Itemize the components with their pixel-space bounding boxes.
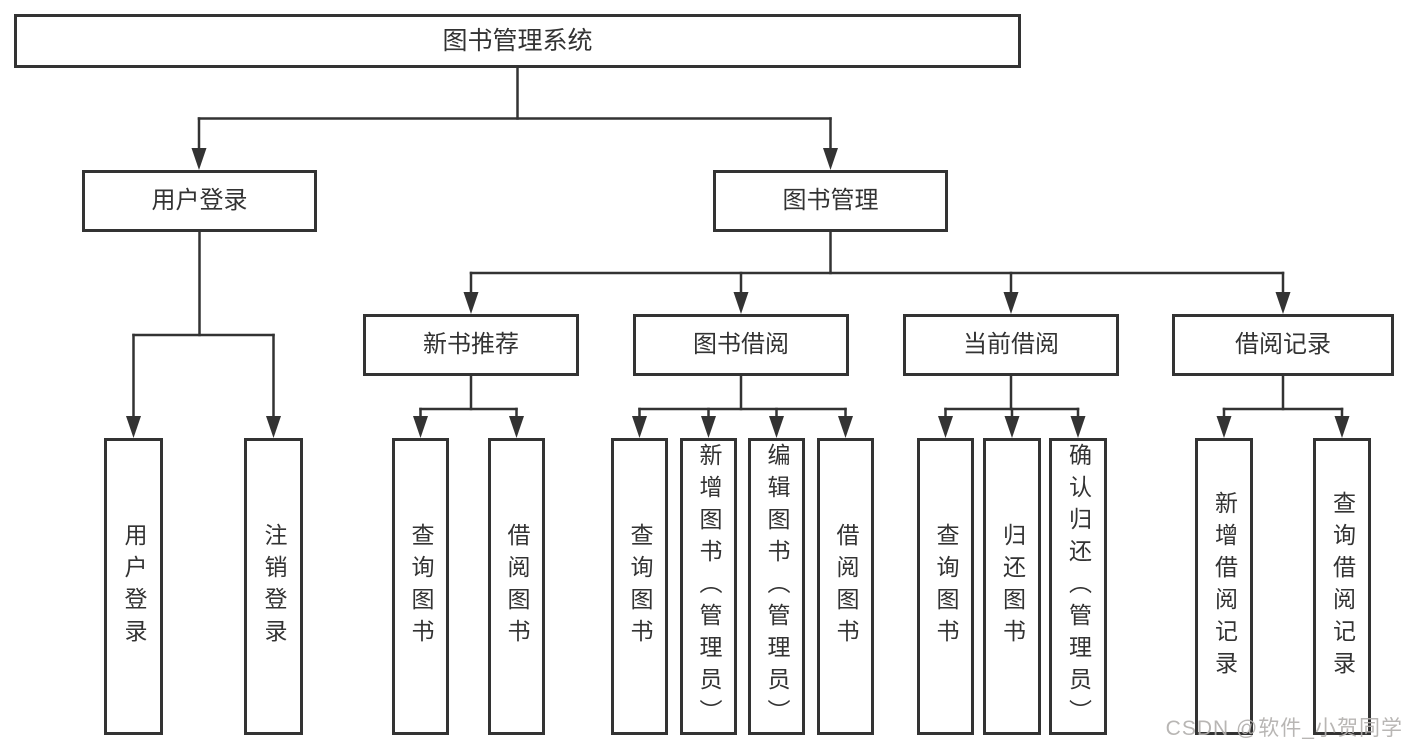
- node-user-login: 用户登录: [82, 170, 317, 232]
- leaf-query-book-2-label: 查询图书: [627, 522, 653, 651]
- leaf-add-borrow-record: 新增借阅记录: [1195, 438, 1253, 735]
- node-current-borrow: 当前借阅: [903, 314, 1119, 376]
- leaf-query-borrow-record: 查询借阅记录: [1313, 438, 1371, 735]
- node-new-book-recommend: 新书推荐: [363, 314, 579, 376]
- node-library-system-label: 图书管理系统: [442, 26, 593, 55]
- leaf-add-book-admin: 新增图书（管理员）: [680, 438, 737, 735]
- leaf-query-borrow-record-label: 查询借阅记录: [1329, 490, 1356, 683]
- node-book-borrow: 图书借阅: [633, 314, 849, 376]
- node-book-borrow-label: 图书借阅: [693, 331, 789, 358]
- leaf-query-book-2: 查询图书: [611, 438, 668, 735]
- leaf-query-book-3: 查询图书: [917, 438, 974, 735]
- node-new-book-recommend-label: 新书推荐: [423, 331, 519, 358]
- node-library-system: 图书管理系统: [14, 14, 1021, 68]
- leaf-edit-book-admin: 编辑图书（管理员）: [748, 438, 805, 735]
- leaf-user-login-label: 用户登录: [121, 522, 147, 651]
- node-book-management-label: 图书管理: [782, 187, 879, 214]
- leaf-edit-book-admin-label: 编辑图书（管理员）: [764, 442, 790, 731]
- node-borrow-record-label: 借阅记录: [1235, 331, 1331, 358]
- leaf-add-book-admin-label: 新增图书（管理员）: [696, 442, 722, 731]
- node-book-management: 图书管理: [713, 170, 948, 232]
- node-current-borrow-label: 当前借阅: [963, 331, 1059, 358]
- leaf-borrow-book-1: 借阅图书: [488, 438, 545, 735]
- leaf-logout-label: 注销登录: [261, 522, 287, 651]
- leaf-add-borrow-record-label: 新增借阅记录: [1211, 490, 1238, 683]
- node-borrow-record: 借阅记录: [1172, 314, 1394, 376]
- leaf-confirm-return-admin-label: 确认归还（管理员）: [1065, 442, 1092, 731]
- leaf-borrow-book-2: 借阅图书: [817, 438, 874, 735]
- leaf-query-book-3-label: 查询图书: [933, 522, 959, 651]
- leaf-query-book-1: 查询图书: [392, 438, 449, 735]
- csdn-watermark: CSDN @软件_小贺同学: [1165, 717, 1403, 740]
- leaf-return-book: 归还图书: [983, 438, 1041, 735]
- leaf-query-book-1-label: 查询图书: [408, 522, 434, 651]
- leaf-return-book-label: 归还图书: [999, 522, 1026, 651]
- leaf-borrow-book-2-label: 借阅图书: [833, 522, 859, 651]
- leaf-confirm-return-admin: 确认归还（管理员）: [1049, 438, 1107, 735]
- leaf-borrow-book-1-label: 借阅图书: [504, 522, 530, 651]
- arrowheads: [126, 148, 1350, 438]
- node-user-login-label: 用户登录: [151, 187, 248, 214]
- leaf-user-login: 用户登录: [104, 438, 163, 735]
- leaf-logout: 注销登录: [244, 438, 303, 735]
